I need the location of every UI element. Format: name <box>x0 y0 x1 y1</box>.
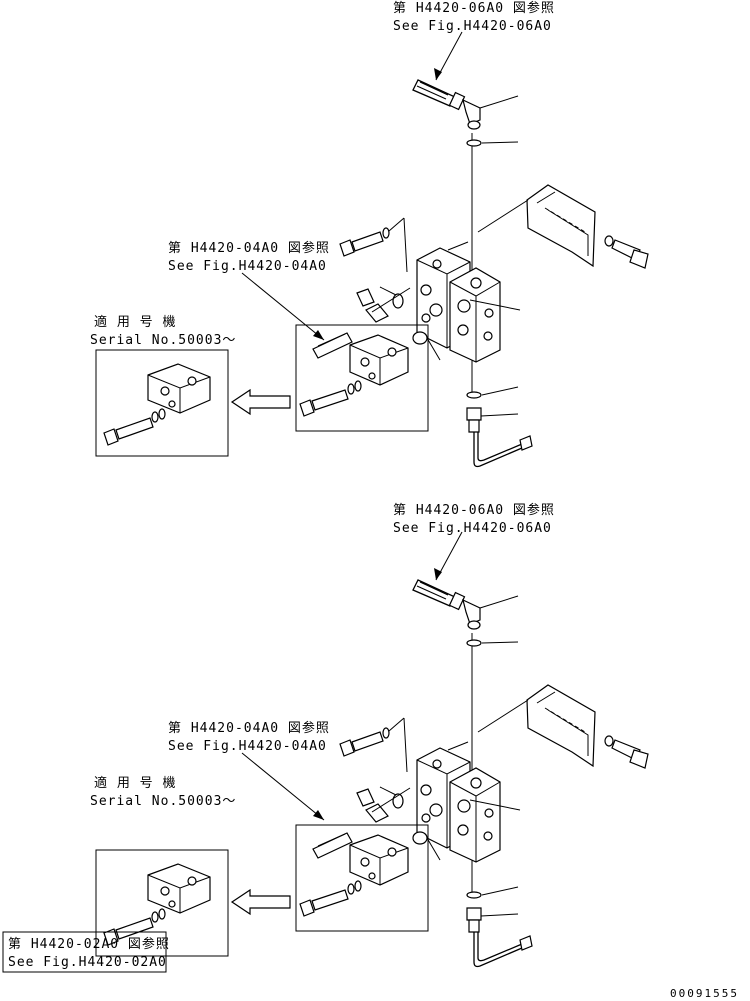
upper-assembly-view <box>95 31 649 468</box>
upper-serial-en: Serial No.50003〜 <box>90 333 236 348</box>
upper-ref-mid-en: See Fig.H4420-04A0 <box>168 259 327 274</box>
lower-ref-mid-en: See Fig.H4420-04A0 <box>168 739 327 754</box>
bottom-ref-en: See Fig.H4420-02A0 <box>8 955 167 970</box>
bottom-ref-box <box>2 931 167 973</box>
upper-ref-mid-jp: 第 H4420-04A0 図参照 <box>168 240 330 256</box>
lower-assembly-view <box>95 531 649 968</box>
lower-ref-mid-jp: 第 H4420-04A0 図参照 <box>168 720 330 736</box>
upper-ref-top-en: See Fig.H4420-06A0 <box>393 19 552 34</box>
upper-ref-top-jp: 第 H4420-06A0 図参照 <box>393 0 555 16</box>
lower-ref-top-en: See Fig.H4420-06A0 <box>393 521 552 536</box>
upper-serial-jp: 適 用 号 機 <box>94 314 176 330</box>
lower-serial-jp: 適 用 号 機 <box>94 775 176 791</box>
lower-ref-top-jp: 第 H4420-06A0 図参照 <box>393 502 555 518</box>
lower-serial-en: Serial No.50003〜 <box>90 794 236 809</box>
bottom-ref-jp: 第 H4420-02A0 図参照 <box>8 936 170 952</box>
drawing-number: 00091555 <box>670 987 739 1000</box>
